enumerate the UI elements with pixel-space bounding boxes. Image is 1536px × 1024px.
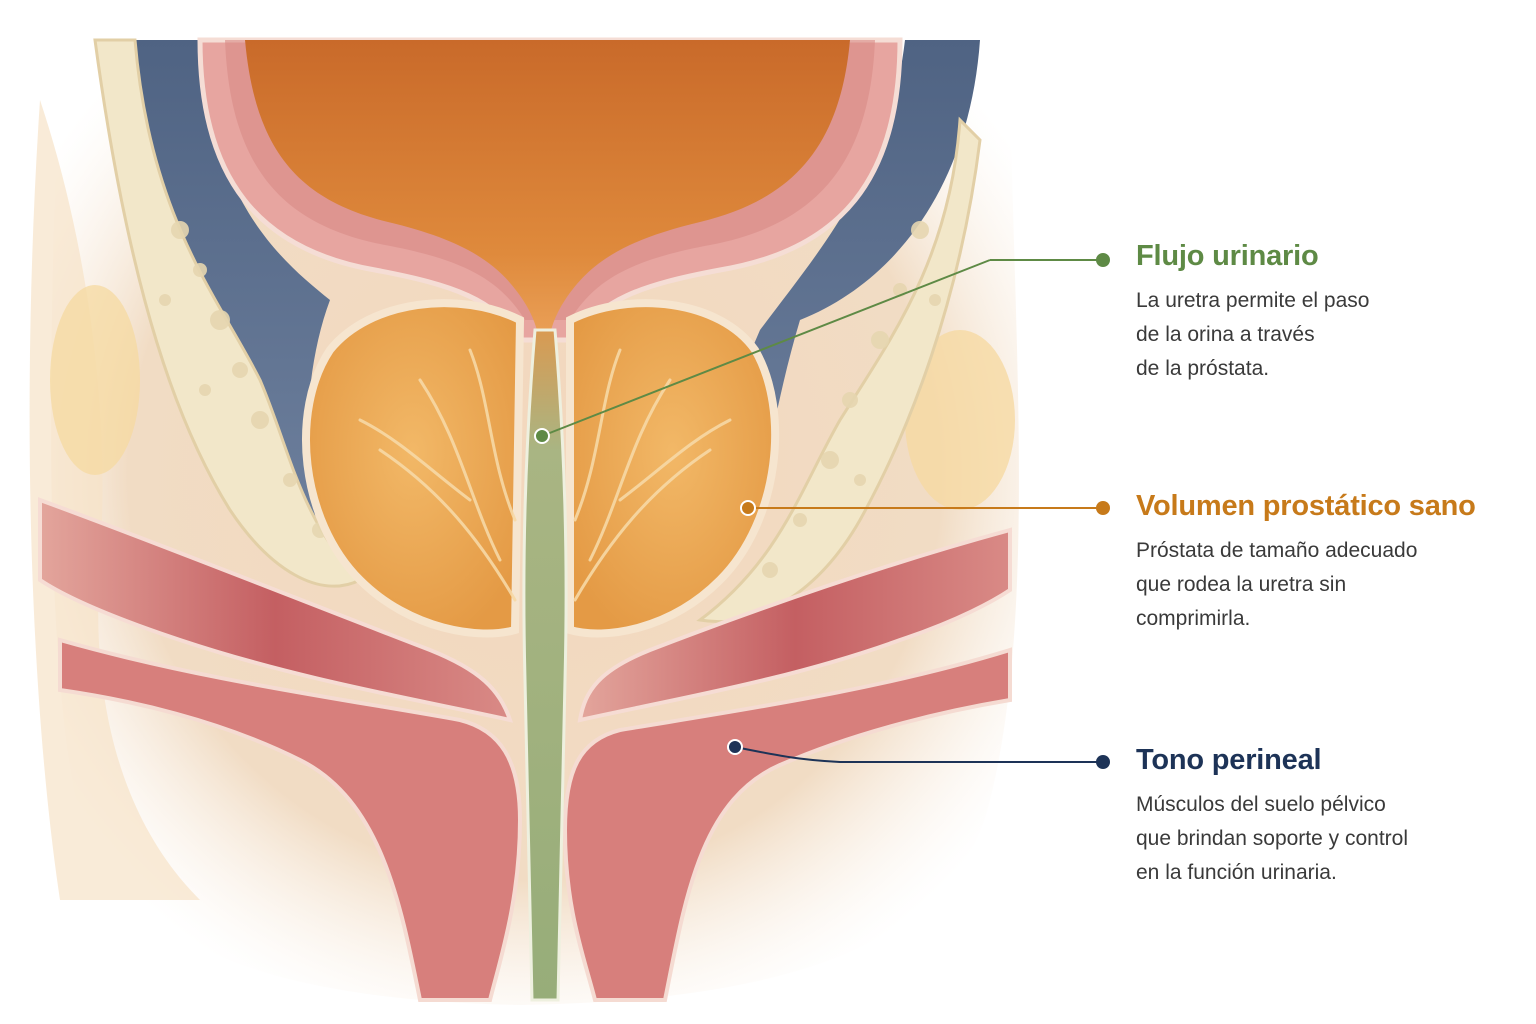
label-line: que rodea la uretra sin (1136, 573, 1347, 596)
label-line: Próstata de tamaño adecuado (1136, 539, 1418, 562)
label-title: Flujo urinario (1136, 240, 1319, 272)
label-description: La uretra permite el paso de la orina a … (1136, 284, 1526, 386)
prostate-lobe-right (566, 299, 780, 638)
label-title: Volumen prostático sano (1136, 490, 1476, 522)
leader-line-tono (734, 746, 1103, 763)
bullet-tono (1096, 755, 1110, 769)
label-line: Músculos del suelo pélvico (1136, 793, 1386, 816)
label-line: que brindan soporte y control (1136, 827, 1409, 850)
label-flujo-urinario: Flujo urinario La uretra permite el paso… (1136, 238, 1526, 386)
urethra (522, 328, 568, 1002)
leader-line-flujo (541, 259, 991, 437)
perineal-muscle-right (562, 647, 1012, 1002)
label-line: La uretra permite el paso (1136, 289, 1370, 312)
perineal-muscle-left (58, 637, 523, 1002)
prostate-lobe-left (302, 299, 525, 638)
label-title: Tono perineal (1136, 744, 1322, 776)
bullet-volumen (1096, 501, 1110, 515)
label-line: en la función urinaria. (1136, 861, 1337, 884)
label-tono-perineal: Tono perineal Músculos del suelo pélvico… (1136, 742, 1526, 890)
bone-pores (159, 221, 941, 578)
marker-urethra (534, 428, 550, 444)
marker-perineum (727, 739, 743, 755)
label-line: comprimirla. (1136, 607, 1251, 630)
marker-prostate (740, 500, 756, 516)
label-volumen-prostatico: Volumen prostático sano Próstata de tama… (1136, 488, 1526, 636)
bone-right (696, 116, 982, 623)
bullet-flujo (1096, 253, 1110, 267)
label-description: Músculos del suelo pélvico que brindan s… (1136, 788, 1526, 890)
pelvic-floor-muscle-right (577, 527, 1012, 723)
label-line: de la orina a través (1136, 323, 1315, 346)
bladder (245, 40, 850, 345)
pelvic-floor-muscle-left (38, 497, 514, 723)
fat-pad-right (905, 330, 1015, 510)
label-line: de la próstata. (1136, 357, 1270, 380)
blue-fat-right (718, 40, 980, 560)
prostate-ducts (358, 348, 732, 602)
label-description: Próstata de tamaño adecuado que rodea la… (1136, 534, 1526, 636)
fat-pad-left (50, 285, 140, 475)
